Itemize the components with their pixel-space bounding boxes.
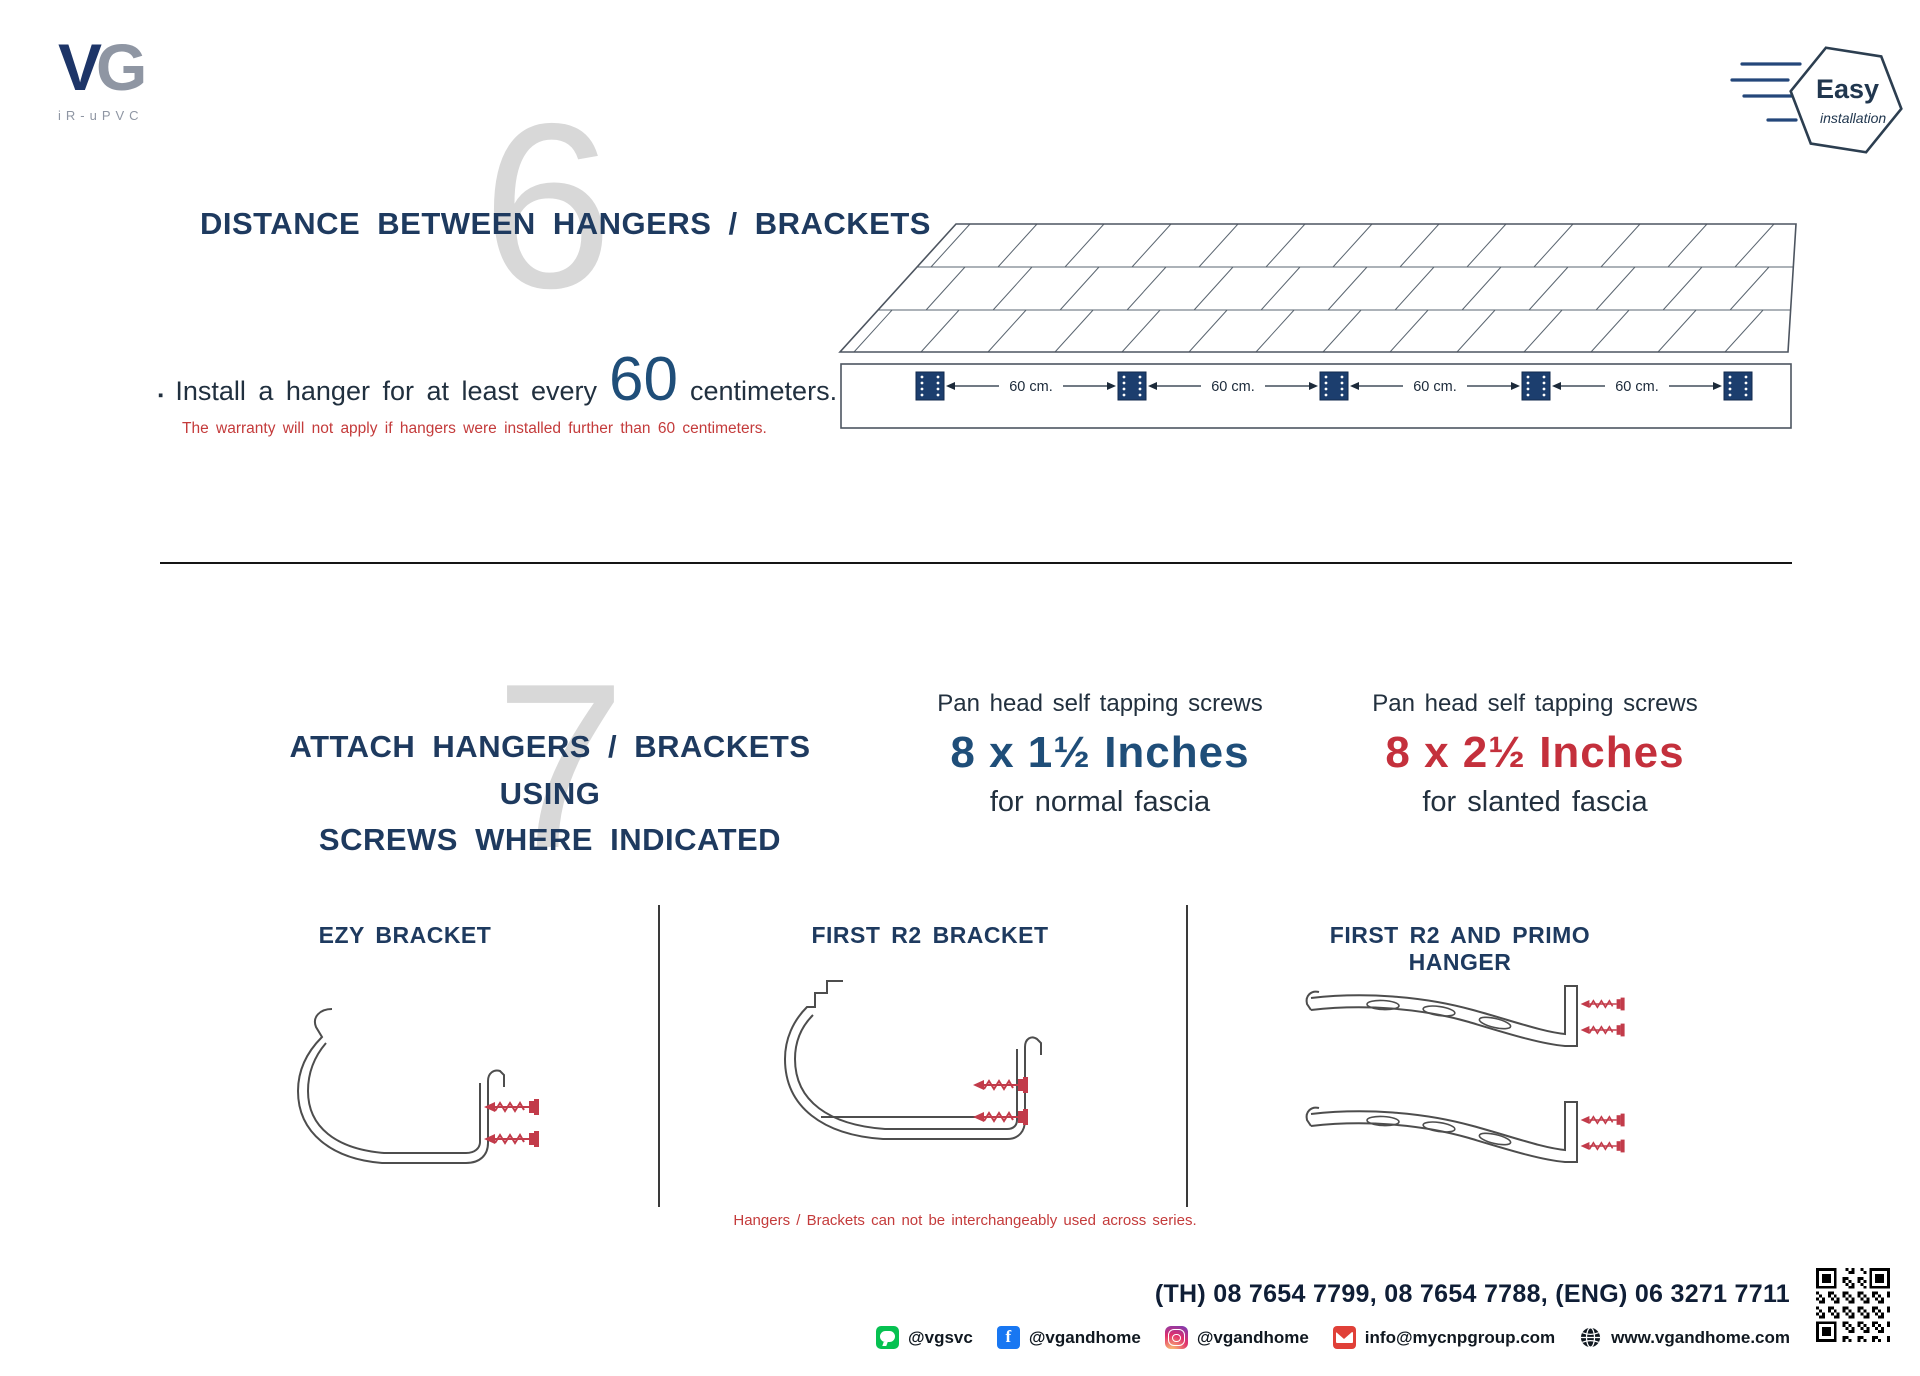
website-url: www.vgandhome.com: [1611, 1327, 1790, 1347]
logo-letter-v: V: [58, 30, 102, 104]
section-number-7: 7: [495, 634, 626, 897]
section7-title: ATTACH HANGERS / BRACKETS USING SCREWS W…: [235, 724, 865, 864]
screw-icon: [972, 1076, 1029, 1094]
section7-title-line2: SCREWS WHERE INDICATED: [318, 822, 782, 857]
svg-text:60 cm.: 60 cm.: [1211, 379, 1255, 395]
badge-subtitle: installation: [1820, 110, 1887, 126]
email-address: info@mycnpgroup.com: [1364, 1327, 1556, 1347]
fascia-board: [840, 363, 1792, 429]
panel-label-first-r2-bracket: FIRST R2 BRACKET: [811, 922, 1049, 948]
spec-size: 8 x 1½ Inches: [950, 728, 1250, 777]
interchange-warning: Hangers / Brackets can not be interchang…: [733, 1212, 1197, 1229]
instagram-handle: @vgandhome: [1196, 1327, 1309, 1347]
section-number-6: 6: [482, 74, 613, 337]
roof-tiles: [853, 223, 1793, 353]
social-email: info@mycnpgroup.com: [1332, 1326, 1556, 1349]
first-r2-primo-hanger-diagram: [1295, 970, 1625, 1205]
svg-text:60 cm.: 60 cm.: [1615, 379, 1659, 395]
panel-divider: [658, 905, 660, 1207]
screw-icon: [972, 1108, 1029, 1126]
vg-logo: VG iR-uPVC: [58, 34, 147, 123]
screw-spec-slanted-fascia: Pan head self tapping screws 8 x 2½ Inch…: [1340, 690, 1730, 819]
spec-header: Pan head self tapping screws: [937, 690, 1263, 717]
phone-numbers: (TH) 08 7654 7799, 08 7654 7788, (ENG) 0…: [1154, 1280, 1790, 1308]
spec-size: 8 x 2½ Inches: [1385, 728, 1685, 777]
spacing-value: 60: [609, 345, 679, 414]
badge-title: Easy: [1816, 74, 1880, 104]
social-instagram: @vgandhome: [1164, 1326, 1309, 1349]
qr-code: [1816, 1268, 1890, 1342]
line-icon: [876, 1326, 900, 1349]
screw-icon: [483, 1098, 540, 1116]
badge-hexagon-icon: [1730, 46, 1903, 154]
spec-use: for slanted fascia: [1422, 786, 1648, 818]
easy-installation-badge: Easy installation: [1726, 28, 1918, 170]
ezy-bracket-diagram: [296, 1008, 540, 1164]
facebook-icon: [996, 1326, 1020, 1349]
email-icon: [1332, 1326, 1356, 1349]
roof-outline: [838, 223, 1797, 353]
hanger-brackets: [915, 371, 1753, 401]
panel-divider: [1186, 905, 1188, 1207]
social-website: www.vgandhome.com: [1579, 1326, 1790, 1349]
warranty-warning: The warranty will not apply if hangers w…: [182, 420, 767, 437]
section-divider: [160, 562, 1792, 564]
globe-icon: [1581, 1327, 1601, 1348]
social-facebook: @vgandhome: [996, 1326, 1141, 1349]
facebook-handle: @vgandhome: [1028, 1327, 1141, 1347]
spec-header: Pan head self tapping screws: [1372, 690, 1698, 717]
instruction-prefix: Install a hanger for at least every: [175, 376, 598, 406]
hanger-profile: [1307, 986, 1625, 1046]
line-handle: @vgsvc: [908, 1327, 973, 1347]
instagram-icon: [1164, 1326, 1188, 1349]
social-line: @vgsvc: [876, 1326, 973, 1349]
instruction-suffix: centimeters.: [690, 376, 838, 406]
vg-logo-text: VG: [58, 34, 147, 100]
svg-text:60 cm.: 60 cm.: [1009, 379, 1053, 395]
section6-title: DISTANCE BETWEEN HANGERS / BRACKETS: [200, 206, 931, 241]
panel-label-first-r2-primo-hanger: FIRST R2 AND PRIMO HANGER: [1329, 922, 1591, 975]
screw-icon: [483, 1130, 540, 1148]
social-row: @vgsvc @vgandhome @vgandhome info@mycnpg…: [876, 1326, 1790, 1349]
panel-label-ezy-bracket: EZY BRACKET: [318, 922, 492, 948]
first-r2-bracket-diagram: [783, 980, 1042, 1140]
logo-letter-g: G: [96, 30, 147, 104]
hanger-profile: [1307, 1102, 1625, 1162]
section7-title-line1: ATTACH HANGERS / BRACKETS USING: [289, 729, 811, 811]
logo-subtitle: iR-uPVC: [58, 108, 144, 123]
roof-spacing-diagram: 60 cm. 60 cm. 60 cm. 60 cm.: [838, 223, 1797, 429]
spacing-arrows: 60 cm. 60 cm. 60 cm. 60 cm.: [946, 379, 1722, 395]
spec-use: for normal fascia: [989, 786, 1211, 818]
bullet-marker: ▪: [158, 387, 164, 404]
section6-instruction: ▪ Install a hanger for at least every 60…: [158, 345, 838, 414]
svg-text:60 cm.: 60 cm.: [1413, 379, 1457, 395]
screw-spec-normal-fascia: Pan head self tapping screws 8 x 1½ Inch…: [905, 690, 1295, 819]
